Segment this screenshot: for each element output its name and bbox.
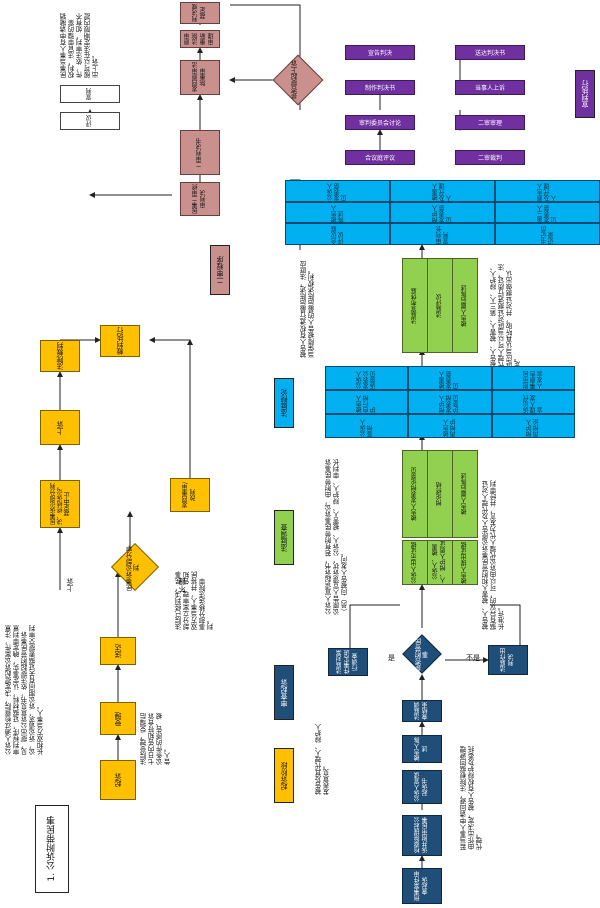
note-left-top: 公诉人通过检察院，决定提起诉讼案件，注意审判程序，证据材料，认定事实，确定审判意… xyxy=(5,625,45,755)
purple-c7: 二审审理 xyxy=(455,115,525,130)
cyan-grid-2: 公诉人发表意见 被害人及代理人 原告人及代理人 被告人陈述 辩护人发表意见 第三… xyxy=(285,180,600,245)
cyan2-r0c1: 被害人及代理人 xyxy=(390,180,495,202)
node-zhixing: 裁判执行 xyxy=(100,325,140,357)
note-left-right: 法院已经判决，民事部分立案审理，告知双方当事人，并将民事部分移送法院审判。 xyxy=(175,571,215,631)
note-rose: 民事当事人有申请撤销权利，法官审理的案件，依法审判，如有不服可以在法定期限内提出… xyxy=(60,13,100,78)
cyan1-r0c2: 附带民事原告人发言 xyxy=(491,366,575,390)
cyan2-r1c2: 第三人发表意见 xyxy=(495,201,600,224)
cyan2-r2c0: 合议庭评议 xyxy=(285,223,390,245)
node-songda: 送达 xyxy=(100,637,136,665)
purple-c5: 送达判决书 xyxy=(455,45,525,60)
cyan2-r0c0: 公诉人发表意见 xyxy=(285,180,390,202)
cyan1-r1c0: 被告人自行辩护 xyxy=(325,390,409,414)
rose-r1: 民事二审终审判决 xyxy=(180,182,220,216)
rose-w1: 评议 xyxy=(60,112,120,130)
phase-label-1: 起诉阶段 xyxy=(274,748,294,803)
node-qisu: 起诉 xyxy=(100,760,136,800)
rose-r2: 二审判决书 xyxy=(180,130,220,175)
node-judgement: 民事诉讼部分判决、终结诉讼，裁定中止 xyxy=(40,480,80,528)
phase-label-4: 法庭辩论 xyxy=(274,378,294,428)
note-navy-b1: 被告及其代理人、辩护人发表意见。 xyxy=(315,723,331,796)
note-green-2: 被告人、被害人和附带民事诉讼原告人及代理人对证据有异议的，可以由诉讼代理人代为发… xyxy=(482,480,506,631)
cyan-grid-1: 公诉人发表公诉意见 被害人发表意见 附带民事原告人发言 被告人自行辩护 辩护人发… xyxy=(325,366,575,438)
purple-c1: 合议庭评议 xyxy=(345,150,415,165)
green-block-2: 被告人发表辩论意见 辩论终结 被告人最后陈述 xyxy=(402,450,478,538)
label-no-navy: 不是 xyxy=(466,654,480,662)
phase-label-2: 审查起诉 xyxy=(274,665,294,720)
label-yes-navy: 是 xyxy=(388,654,395,662)
purple-c2: 审判委员会讨论 xyxy=(345,115,415,130)
cyan1-r0c1: 被害人发表意见 xyxy=(408,366,492,390)
rose-w2: 宣判 xyxy=(60,85,120,103)
decision-text-navy: 是否附带民事 xyxy=(415,638,430,672)
navy-t2: 法庭作出判决 xyxy=(488,645,528,675)
cyan1-r2c2: 辩护人再辩论 xyxy=(491,414,575,438)
title-text: 1. 公诉附带民事 xyxy=(46,816,57,882)
note-green-4: 被告人、被害人、第三人、辩护人、代理人可以当庭对证据进行质证，法庭应当认真听取，… xyxy=(490,264,522,368)
rose-r5: 判决或裁定 xyxy=(180,2,220,24)
phase-label-6: 宣判执行 xyxy=(575,70,595,118)
label-yes-left: 上诉 xyxy=(66,578,74,592)
rose-r3: 发回原审法院重审 xyxy=(180,60,220,95)
purple-c6: 当事人上诉 xyxy=(455,80,525,95)
note-green-1: 公诉人宣读起诉书，若有附带民事诉讼，由附带民事诉讼原告人宣读诉状，公诉人、被害人… xyxy=(325,459,349,615)
navy-n3: 公诉人宣读起诉书 xyxy=(402,770,442,804)
cyan2-r2c2: 书记员记录 xyxy=(495,223,600,245)
node-shangsu: 上诉 xyxy=(40,410,80,445)
cyan1-r1c1: 辩护人发表辩护意见 xyxy=(408,390,492,414)
cyan2-r0c2: 原告人及代理人 xyxy=(495,180,600,202)
purple-c4: 宣告判决 xyxy=(345,45,415,60)
node-shangsu-adj: 发回重审/改判 xyxy=(170,478,210,512)
note-navy-b2: 若当事人申请回避，法院根据回避理由作出决定，被告人有权辩护及委托代理。 xyxy=(460,746,484,850)
phase-label-3: 法庭调查 xyxy=(274,510,294,565)
decision-text-left: 民事诉讼部分审判 xyxy=(126,545,141,591)
cyan1-r2c1: 被告人再辩护 xyxy=(408,414,492,438)
note-left-mid: 法院受理，受理后七日内告知符合诉讼条件的原告、被告人。 xyxy=(140,713,172,765)
purple-c8: 二审裁判 xyxy=(455,150,525,165)
cyan1-r0c0: 公诉人发表公诉意见 xyxy=(325,366,409,390)
node-shouli: 受理 xyxy=(100,702,136,735)
green-block-3: 法庭宣布休庭 法庭评议 被告人最后陈述 xyxy=(402,258,478,353)
decision-text-rose: 是否提起上诉 xyxy=(291,60,299,100)
navy-n7: 法庭调查结束 xyxy=(402,700,442,722)
green-block-1: 公诉人出示证据 公诉人、被害人、辩护人质证 被告人提出证据 xyxy=(402,540,478,585)
phase-label-5: 二审程序 xyxy=(210,245,230,295)
cyan1-r1c2: 诉讼代理人发言 xyxy=(491,390,575,414)
cyan2-r1c1: 辩护人发表意见 xyxy=(390,201,495,224)
cyan2-r1c0: 被告人陈述 xyxy=(285,201,390,224)
cyan1-r2c0: 公诉人答辩 xyxy=(325,414,409,438)
navy-n4: 被告人陈述 xyxy=(402,735,442,763)
purple-c3: 制作判决书 xyxy=(345,80,415,95)
rose-r4: 原审法院重新审理 xyxy=(180,30,220,48)
navy-n1: 刑事案件审查起诉 xyxy=(402,868,442,904)
title-box: 1. 公诉附带民事 xyxy=(35,805,69,893)
navy-n2: 检察院提起公诉并附带民事 xyxy=(402,815,442,856)
cyan2-r2c1: 审判长宣判 xyxy=(390,223,495,245)
note-green-3: 被告人有权进行最后陈述，法庭应当保障被告人的最后陈述权利。 xyxy=(300,260,316,359)
navy-t1: 法庭对案件事实进行调查 xyxy=(328,648,368,676)
node-fayuan-cj: 法院裁判 xyxy=(40,340,80,372)
